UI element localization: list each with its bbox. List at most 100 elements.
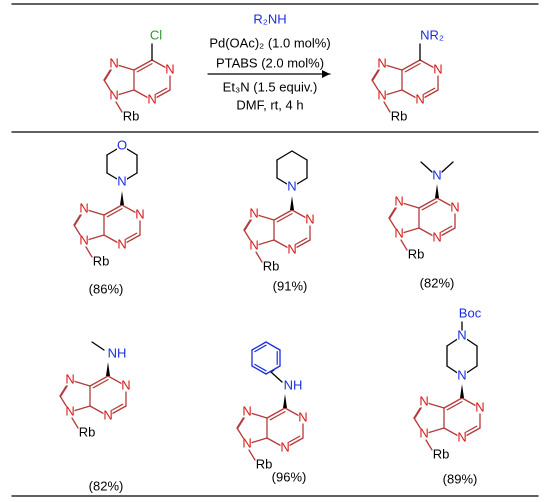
n9-bond xyxy=(115,101,123,113)
label-mask xyxy=(457,330,467,342)
ring-nitrogen-9: N xyxy=(242,435,251,450)
label-mask xyxy=(450,202,460,214)
n9-substituent-label: Rb xyxy=(433,446,450,461)
ring-nitrogen: N xyxy=(433,61,442,76)
methylamino-nh: NH xyxy=(108,345,127,360)
label-mask xyxy=(109,58,119,70)
label-mask xyxy=(79,235,89,247)
label-mask xyxy=(65,374,75,386)
n9-bond xyxy=(248,449,256,461)
n9-bond xyxy=(400,239,408,251)
c6-n-wedge xyxy=(460,384,464,398)
ring-nitrogen: N xyxy=(249,205,258,220)
ring-nitrogen: N xyxy=(432,229,441,244)
reagent-amine: R₂NH xyxy=(253,11,286,26)
ring-double-bond xyxy=(136,62,153,73)
ring-bond xyxy=(401,59,421,71)
label-mask xyxy=(305,214,315,226)
ring-nitrogen: N xyxy=(147,91,156,106)
label-mask xyxy=(121,380,131,392)
c6-n-wedge xyxy=(283,394,287,408)
n9-bond xyxy=(71,417,79,429)
ring-bond xyxy=(89,375,109,387)
phenyl-double-bond xyxy=(254,363,267,372)
ring-nitrogen-9: N xyxy=(65,403,74,418)
label-mask xyxy=(249,208,259,220)
label-mask xyxy=(394,228,404,240)
ring-nitrogen-9: N xyxy=(249,237,258,252)
label-mask xyxy=(117,239,127,251)
n9-substituent-label: Rb xyxy=(123,108,140,123)
label-mask xyxy=(249,240,259,252)
label-mask xyxy=(475,402,485,414)
ring-double-bond xyxy=(446,400,463,411)
label-mask xyxy=(65,406,75,418)
ring-bond xyxy=(443,397,463,409)
label-mask xyxy=(457,370,467,382)
label-mask xyxy=(165,64,175,76)
ring-nitrogen: N xyxy=(450,199,459,214)
ring-nitrogen: N xyxy=(280,439,289,454)
morpholine-oxygen: O xyxy=(117,137,127,152)
yield-morpholine: (86%) xyxy=(89,281,124,296)
ring-nitrogen: N xyxy=(377,55,386,70)
ring-nitrogen: N xyxy=(475,399,484,414)
morpholine-nitrogen: N xyxy=(117,173,126,188)
ring-nitrogen: N xyxy=(65,371,74,386)
label-mask xyxy=(377,58,387,70)
yield-methylamine: (82%) xyxy=(89,478,124,493)
ring-nitrogen: N xyxy=(135,206,144,221)
yield-bocpiperazine: (89%) xyxy=(443,471,478,486)
ring-nitrogen: N xyxy=(109,55,118,70)
n9-bond xyxy=(255,251,263,263)
ring-nitrogen-9: N xyxy=(377,87,386,102)
ring-nitrogen: N xyxy=(242,403,251,418)
methyl-bond xyxy=(420,161,433,173)
boc-label: Boc xyxy=(459,305,482,320)
phenyl-double-bond xyxy=(254,344,267,353)
ring-nitrogen-9: N xyxy=(394,225,403,240)
ring-nitrogen: N xyxy=(79,200,88,215)
label-mask xyxy=(117,140,127,152)
ring-nitrogen: N xyxy=(287,241,296,256)
label-mask xyxy=(79,203,89,215)
label-mask xyxy=(298,412,308,424)
label-mask xyxy=(419,396,429,408)
methyl-bond xyxy=(441,161,454,173)
n9-bond xyxy=(383,101,391,113)
label-mask xyxy=(117,176,127,188)
phenyl-bond xyxy=(265,341,281,351)
ring-nitrogen-9: N xyxy=(109,87,118,102)
ring-bond xyxy=(103,204,123,216)
ring-nitrogen: N xyxy=(419,393,428,408)
ring-double-bond xyxy=(269,410,286,421)
label-mask xyxy=(394,196,404,208)
label-mask xyxy=(242,438,252,450)
ring-double-bond xyxy=(106,207,123,218)
ring-double-bond xyxy=(421,200,438,211)
n9-substituent-label: Rb xyxy=(408,246,425,261)
n9-substituent-label: Rb xyxy=(79,424,96,439)
ring-nitrogen: N xyxy=(305,211,314,226)
piperidine-nitrogen: N xyxy=(287,178,296,193)
piperidine-bond xyxy=(276,150,293,161)
ring-nitrogen-9: N xyxy=(79,232,88,247)
phenyl-bond xyxy=(251,365,267,375)
ring-nitrogen: N xyxy=(121,377,130,392)
label-mask xyxy=(287,181,297,193)
phenyl-bond xyxy=(251,341,267,351)
ring-bond xyxy=(418,197,438,209)
n9-substituent-label: Rb xyxy=(391,108,408,123)
phenyl-bond xyxy=(265,365,281,375)
label-mask xyxy=(103,410,113,422)
c6-n-wedge xyxy=(106,362,110,376)
c6-n-wedge xyxy=(290,196,294,210)
ring-double-bond xyxy=(276,212,293,223)
dimethylamino-nitrogen: N xyxy=(432,167,441,182)
